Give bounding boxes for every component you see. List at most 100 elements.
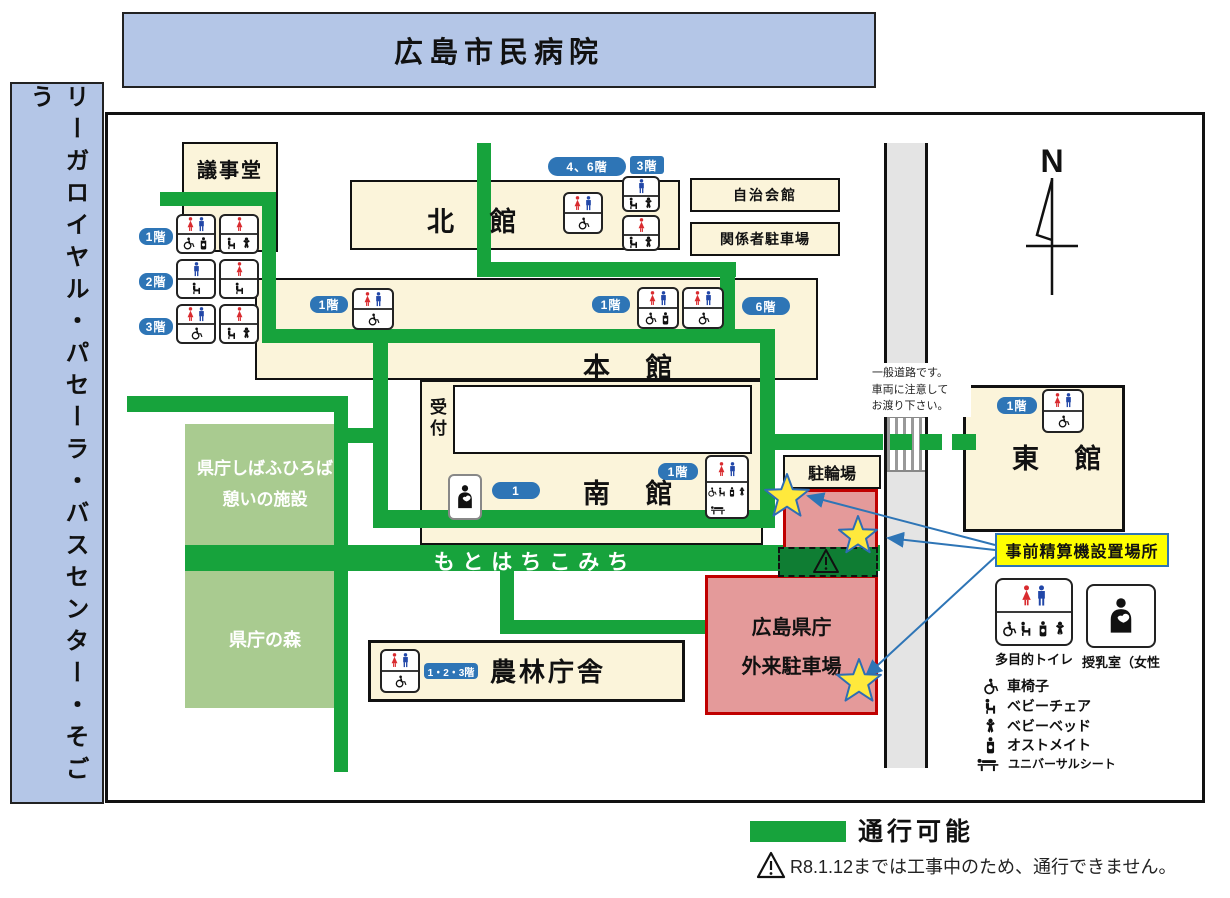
man-icon — [1064, 392, 1073, 409]
baby-bed-icon — [642, 197, 655, 210]
road-note-line3: お渡り下さい。 — [871, 400, 949, 412]
building-kankeisha: 関係者駐車場 — [690, 222, 840, 256]
toilet-sign-3f-a — [176, 304, 216, 344]
path-segment — [500, 620, 705, 634]
toilet-sign-kitakan — [563, 192, 603, 234]
legend-item-baby-chair: ベビーチェア — [982, 696, 1091, 716]
legend-multipurpose-text: 多目的トイレ — [994, 652, 1073, 667]
wheelchair-icon — [394, 675, 407, 688]
reception-text: 受付 — [427, 398, 446, 440]
construction-note-text: R8.1.12までは工事中のため、通行できません。 — [790, 857, 1177, 877]
hospital-banner: 広島市民病院 — [122, 12, 876, 88]
floor-pill-6f: 6階 — [742, 297, 790, 315]
woman-icon — [693, 290, 702, 307]
kankeisha-label: 関係者駐車場 — [720, 231, 810, 247]
toilet-sign-1f-a — [176, 214, 216, 254]
pill-text: 6階 — [755, 299, 777, 314]
norin-text: 農林庁舎 — [490, 657, 607, 687]
legend-item-baby-bed: ベビーベッド — [982, 716, 1091, 736]
baby-bed-icon — [240, 327, 253, 340]
presettle-text: 事前精算機設置場所 — [1005, 544, 1159, 561]
gairai-parking-label-1: 広島県庁 — [751, 617, 832, 639]
woman-icon — [390, 652, 399, 669]
legend-item-ostomate: オストメイト — [982, 735, 1091, 755]
floor-pill-3f-kita: 3階 — [630, 156, 664, 174]
woman-icon — [186, 306, 195, 323]
man-icon — [401, 652, 410, 669]
nursing-room-icon — [453, 483, 477, 511]
woman-icon — [1020, 583, 1033, 609]
toilet-sign-honkan-left — [352, 288, 394, 330]
path-segment — [500, 571, 514, 634]
building-jichikaikan: 自治会館 — [690, 178, 840, 212]
path-segment — [488, 262, 736, 277]
universal-sheet-icon — [976, 754, 1000, 772]
toilet-sign-kitakan-3f-men — [622, 176, 660, 212]
legend-item-wheelchair: 車椅子 — [982, 676, 1049, 696]
passable-legend-label: 通行可能 — [858, 812, 974, 848]
toilet-sign-honkan-right-b — [682, 287, 724, 329]
motohachi-street-text: もとはちこみち — [433, 551, 637, 574]
gijido-label: 議事堂 — [182, 154, 278, 183]
pill-text: 1階 — [667, 465, 689, 479]
ostomate-icon — [982, 737, 999, 754]
legend-item-universal-sheet: ユニバーサルシート — [976, 754, 1116, 772]
baby-chair-icon — [1018, 621, 1034, 637]
road-caution-note: 一般道路です。 車両に注意して お渡り下さい。 — [849, 363, 971, 417]
wheelchair-icon — [982, 678, 999, 695]
path-dash — [890, 434, 912, 450]
path-segment — [477, 143, 491, 277]
ostomate-icon — [197, 237, 210, 250]
woman-icon — [717, 461, 726, 478]
passable-legend-text: 通行可能 — [858, 818, 975, 846]
woman-icon — [235, 306, 244, 323]
forest-area: 県庁の森 — [185, 570, 345, 708]
building-norin — [368, 640, 685, 702]
hospital-banner-label: 広島市民病院 — [393, 37, 604, 69]
kitakan-text: 北 館 — [427, 207, 531, 237]
wheelchair-icon — [577, 217, 590, 230]
legend-item-text: ベビーチェア — [1007, 698, 1091, 714]
path-segment — [160, 192, 276, 206]
pill-text: 4、6階 — [566, 160, 608, 174]
floor-pill-123f: 1・2・3階 — [424, 663, 478, 679]
pill-text: 1階 — [145, 230, 167, 244]
man-icon — [659, 290, 668, 307]
minamikan-courtyard — [453, 385, 752, 454]
wheelchair-icon — [697, 312, 710, 325]
pill-text: 1階 — [600, 298, 622, 312]
floor-pill-1f-hon-right: 1階 — [592, 296, 630, 313]
presettle-label: 事前精算機設置場所 — [995, 533, 1169, 567]
man-icon — [197, 216, 206, 233]
man-icon — [704, 290, 713, 307]
wheelchair-icon — [707, 487, 717, 497]
toilet-sign-kitakan-3f-women — [622, 215, 660, 251]
lawn-plaza-label-1: 県庁しばふひろば — [197, 459, 333, 479]
norin-label: 農林庁舎 — [490, 652, 606, 689]
road-note-line1: 一般道路です。 — [872, 367, 948, 379]
path-segment — [127, 396, 347, 412]
reception-label: 受付 — [424, 398, 449, 440]
baby-bed-icon — [642, 236, 655, 249]
woman-icon — [186, 216, 195, 233]
baby-chair-icon — [225, 237, 238, 250]
baby-bed-icon — [240, 237, 253, 250]
woman-icon — [648, 290, 657, 307]
legend-nursing-caption: 授乳室（女性 — [1078, 652, 1164, 671]
passable-legend-swatch — [750, 821, 846, 842]
baby-chair-icon — [225, 327, 238, 340]
ostomate-icon — [659, 312, 672, 325]
ostomate-icon — [1035, 621, 1051, 637]
universal-sheet-icon — [710, 503, 726, 515]
path-segment — [262, 329, 775, 343]
path-segment — [775, 434, 883, 450]
baby-bed-icon — [737, 487, 747, 497]
floor-pill-2f: 2階 — [139, 273, 173, 290]
toilet-sign-higashikan — [1042, 389, 1084, 433]
man-icon — [728, 461, 737, 478]
parking-zone-main: 広島県庁 外来駐車場 — [705, 575, 878, 715]
floor-pill-1f: 1階 — [139, 228, 173, 245]
baby-chair-icon — [627, 236, 640, 249]
woman-icon — [235, 216, 244, 233]
